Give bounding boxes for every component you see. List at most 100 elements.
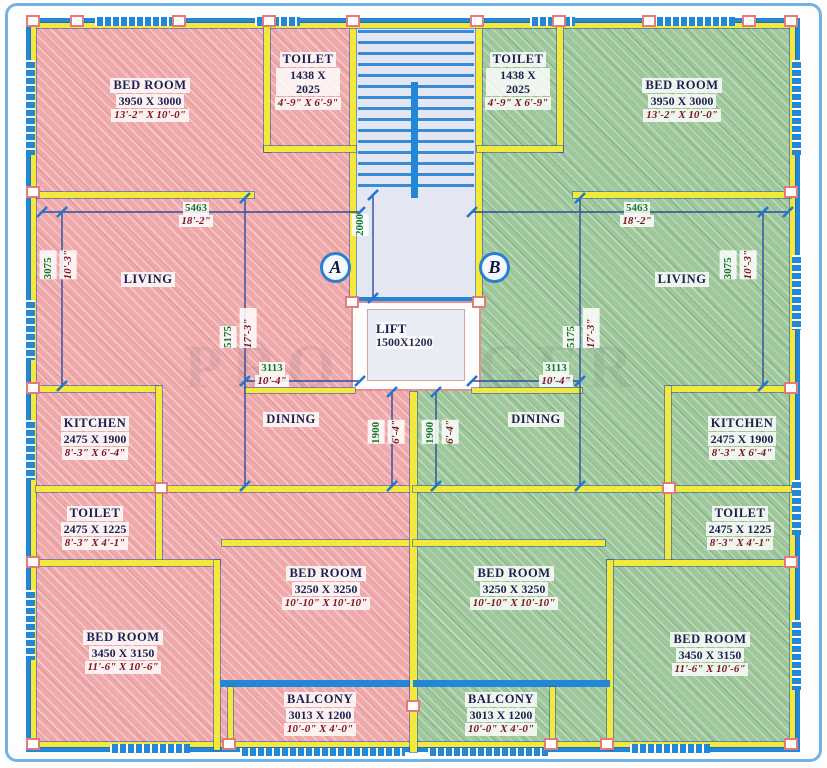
room-label-toilet-mid-b: TOILET 2475 X 1225 8'-3" X 4'-1" (690, 506, 790, 550)
wall (264, 24, 270, 152)
plan-border-frame (5, 3, 822, 762)
dim-imperial: 17'-3" (239, 308, 257, 348)
room-name: BED ROOM (474, 566, 554, 581)
column-marker (784, 382, 798, 394)
dim-metric: 3113 (543, 362, 569, 375)
dim-metric: 5175 (220, 326, 237, 348)
room-label-balcony-b: BALCONY 3013 X 1200 10'-0" X 4'-0" (436, 692, 566, 736)
dim-a-dining-height: 1900 6'-4" (368, 420, 405, 444)
window (26, 60, 35, 155)
wall (214, 560, 220, 750)
room-size-imperial: 8'-3" X 4'-1" (61, 536, 129, 550)
wall (573, 192, 791, 198)
room-name: LIVING (120, 272, 176, 287)
room-label-bedroom-corner-a: BED ROOM 3450 X 3150 11'-6" X 10'-6" (58, 630, 188, 674)
wall (220, 680, 414, 687)
room-size-metric: 2475 X 1225 (705, 521, 775, 536)
room-name: BED ROOM (110, 78, 190, 93)
window (26, 590, 35, 660)
room-name: KITCHEN (707, 416, 777, 431)
window (26, 300, 35, 360)
window (630, 744, 710, 753)
room-name: TOILET (279, 52, 337, 67)
dim-a-dining-width: 3113 10'-4" (240, 362, 304, 388)
column-marker (742, 15, 756, 27)
wall-top-outer (28, 18, 798, 23)
wall (36, 386, 158, 392)
stair-wall-left (350, 24, 356, 302)
column-marker (345, 296, 359, 308)
dim-b-dining-height: 1900 6'-4" (422, 420, 459, 444)
unit-a-marker: A (320, 252, 351, 283)
dim-metric: 1900 (368, 420, 385, 444)
room-size-metric: 3013 X 1200 (466, 707, 536, 722)
room-size-metric: 3250 X 3250 (479, 581, 549, 596)
lift-name: LIFT (376, 321, 407, 337)
wall (472, 388, 582, 393)
dim-a-width: 5463 18'-2" (158, 202, 234, 228)
column-marker (552, 15, 566, 27)
wall (557, 24, 563, 152)
room-label-dining-b: DINING (486, 412, 586, 427)
room-label-toilet-mid-a: TOILET 2475 X 1225 8'-3" X 4'-1" (45, 506, 145, 550)
dim-imperial: 6'-4" (387, 420, 405, 444)
dim-a-living-height: 3075 10'-3" (40, 250, 77, 280)
room-name: TOILET (711, 506, 769, 521)
column-marker (784, 186, 798, 198)
room-label-kitchen-b: KITCHEN 2475 X 1900 8'-3" X 6'-4" (692, 416, 792, 460)
wall (36, 192, 254, 198)
room-size-metric: 3950 X 3000 (115, 93, 185, 108)
room-label-living-b: LIVING (632, 272, 732, 287)
room-size-imperial: 4'-9" X 6'-9" (484, 97, 552, 111)
column-marker (544, 738, 558, 750)
dim-metric: 5463 (624, 202, 650, 215)
room-size-imperial: 10'-0" X 4'-0" (284, 722, 356, 736)
room-name: DINING (508, 412, 564, 427)
room-size-imperial: 4'-9" X 6'-9" (274, 97, 342, 111)
dim-metric: 5463 (183, 202, 209, 215)
dim-metric: 3075 (40, 250, 57, 280)
dim-imperial: 10'-3" (59, 250, 77, 280)
dim-metric: 2000 (352, 214, 369, 236)
column-marker (26, 15, 40, 27)
room-size-imperial: 11'-6" X 10'-6" (84, 660, 162, 674)
window (792, 60, 801, 155)
dim-b-depth: 5175 17'-3" (563, 308, 600, 348)
room-name: BED ROOM (642, 78, 722, 93)
wall-center-divider (410, 392, 417, 752)
wall (156, 386, 162, 492)
room-label-living-a: LIVING (98, 272, 198, 287)
room-label-toilet-top-b: TOILET 1438 X 2025 4'-9" X 6'-9" (484, 52, 552, 111)
room-size-imperial: 11'-6" X 10'-6" (671, 662, 749, 676)
room-label-kitchen-a: KITCHEN 2475 X 1900 8'-3" X 6'-4" (45, 416, 145, 460)
column-marker (662, 482, 676, 494)
room-size-imperial: 13'-2" X 10'-0" (643, 108, 721, 122)
room-label-toilet-top-a: TOILET 1438 X 2025 4'-9" X 6'-9" (274, 52, 342, 111)
column-marker (26, 738, 40, 750)
column-marker (262, 15, 276, 27)
room-name: KITCHEN (60, 416, 130, 431)
column-marker (222, 738, 236, 750)
room-name: BED ROOM (670, 632, 750, 647)
dim-imperial: 17'-3" (582, 308, 600, 348)
column-marker (784, 15, 798, 27)
room-name: TOILET (66, 506, 124, 521)
dim-metric: 1900 (422, 420, 439, 444)
wall (607, 560, 791, 566)
window (792, 255, 801, 330)
room-size-metric: 3950 X 3000 (647, 93, 717, 108)
column-marker (642, 15, 656, 27)
wall (264, 146, 356, 152)
balcony-rail-b (428, 748, 548, 756)
room-label-dining-a: DINING (241, 412, 341, 427)
column-marker (70, 15, 84, 27)
dim-imperial: 10'-4" (255, 374, 289, 388)
room-name: LIVING (654, 272, 710, 287)
dim-metric: 3113 (259, 362, 285, 375)
room-name: DINING (263, 412, 319, 427)
room-label-bedroom-corner-b: BED ROOM 3450 X 3150 11'-6" X 10'-6" (645, 632, 775, 676)
room-size-metric: 3450 X 3150 (675, 647, 745, 662)
dim-b-width: 5463 18'-2" (599, 202, 675, 228)
dim-imperial: 10'-4" (539, 374, 573, 388)
